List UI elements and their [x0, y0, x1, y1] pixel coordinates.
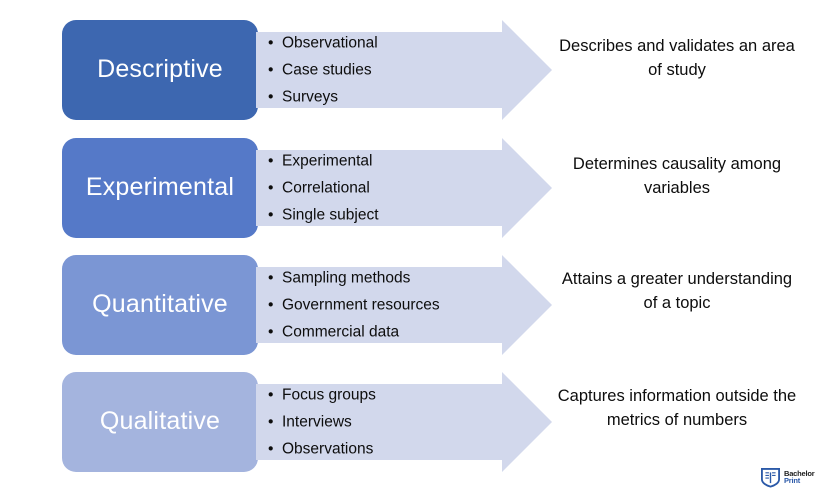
arrow-descriptive: Observational Case studies Surveys [256, 20, 552, 120]
brand-word-bachelor: Bachelor [784, 469, 815, 478]
bullet-list-experimental: Experimental Correlational Single subjec… [268, 148, 518, 229]
diagram-row-qualitative: Qualitative Focus groups Interviews Obse… [0, 372, 825, 472]
description-text: Describes and validates an area of study [559, 37, 795, 79]
list-item: Correlational [268, 175, 518, 202]
list-item: Government resources [268, 292, 518, 319]
list-item: Sampling methods [268, 265, 518, 292]
bullet-list-qualitative: Focus groups Interviews Observations [268, 382, 518, 463]
category-label: Quantitative [92, 290, 228, 319]
category-label: Descriptive [97, 55, 223, 84]
category-label: Experimental [85, 173, 235, 202]
diagram-row-quantitative: Quantitative Sampling methods Government… [0, 255, 825, 355]
description-text: Captures information outside the metrics… [557, 387, 797, 429]
description-qualitative: Captures information outside the metrics… [553, 372, 801, 472]
list-item: Commercial data [268, 319, 518, 346]
list-item: Focus groups [268, 382, 518, 409]
list-item: Surveys [268, 84, 518, 111]
arrow-experimental: Experimental Correlational Single subjec… [256, 138, 552, 238]
list-item: Observational [268, 30, 518, 57]
category-label: Qualitative [99, 407, 221, 436]
list-item: Case studies [268, 57, 518, 84]
list-item: Interviews [268, 409, 518, 436]
arrow-qualitative: Focus groups Interviews Observations [256, 372, 552, 472]
category-box-qualitative[interactable]: Qualitative [62, 372, 258, 472]
category-box-experimental[interactable]: Experimental [62, 138, 258, 238]
brand-wordmark: Bachelor Print [784, 470, 815, 484]
list-item: Experimental [268, 148, 518, 175]
brand-watermark: Bachelor Print [760, 464, 818, 490]
list-item: Single subject [268, 202, 518, 229]
category-box-quantitative[interactable]: Quantitative [62, 255, 258, 355]
category-box-descriptive[interactable]: Descriptive [62, 20, 258, 120]
description-experimental: Determines causality among variables [553, 138, 801, 238]
bullet-list-descriptive: Observational Case studies Surveys [268, 30, 518, 111]
diagram-row-experimental: Experimental Experimental Correlational … [0, 138, 825, 238]
diagram-row-descriptive: Descriptive Observational Case studies S… [0, 20, 825, 120]
description-descriptive: Describes and validates an area of study [553, 20, 801, 120]
list-item: Observations [268, 436, 518, 463]
brand-word-print: Print [784, 475, 801, 485]
arrow-quantitative: Sampling methods Government resources Co… [256, 255, 552, 355]
description-text: Determines causality among variables [572, 155, 782, 197]
description-quantitative: Attains a greater understanding of a top… [553, 255, 801, 355]
bullet-list-quantitative: Sampling methods Government resources Co… [268, 265, 518, 346]
description-text: Attains a greater understanding of a top… [561, 270, 793, 312]
open-book-shield-icon [761, 467, 780, 488]
